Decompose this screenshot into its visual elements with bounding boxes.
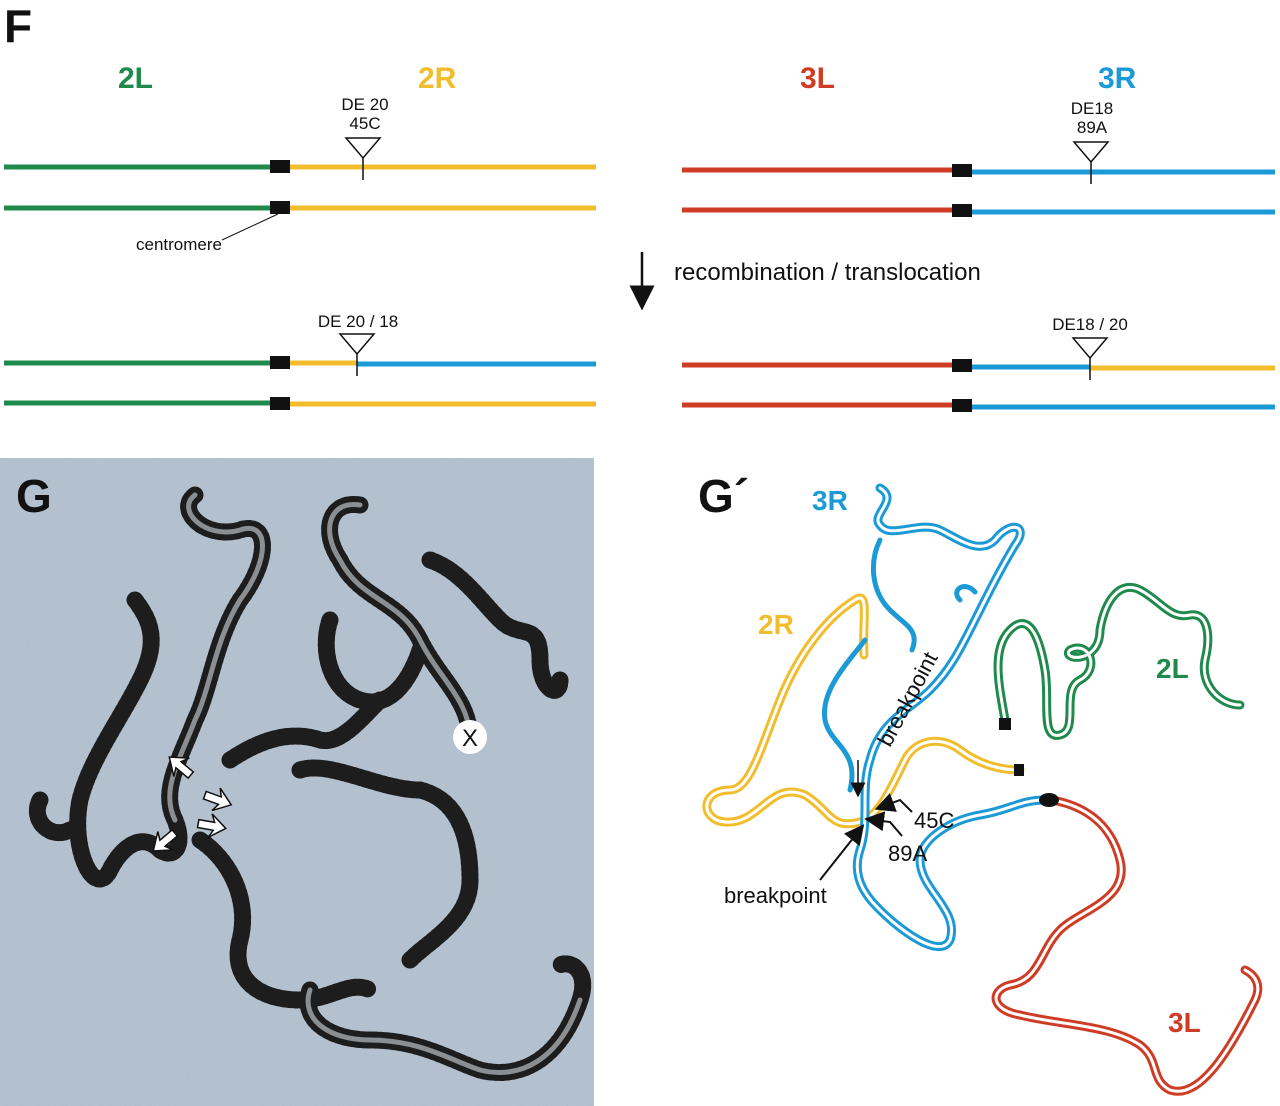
- centromere-icon: [1039, 793, 1059, 807]
- white-arrow-icon: [202, 787, 233, 812]
- tracing-3r: [822, 483, 1050, 951]
- label-3r: 3R: [1098, 62, 1137, 95]
- p-element-insert-3r-after: DE18 / 20: [1052, 315, 1128, 380]
- band-89a-arrow-icon: [864, 811, 903, 837]
- breakpoint-bottom-arrow-icon: [819, 824, 865, 881]
- centromere-icon: [270, 356, 290, 369]
- white-arrow-icon: [196, 813, 228, 839]
- panel-g-prime: G´ 3R 2R 2L 3L: [698, 470, 1263, 1096]
- x-label: X: [462, 725, 478, 752]
- centromere-icon: [952, 399, 972, 412]
- band-89a-label: 89A: [888, 841, 927, 866]
- chromosome-3-before-bottom: [682, 204, 1275, 217]
- centromere-label: centromere: [136, 235, 222, 254]
- telomere-icon: [1014, 764, 1024, 776]
- chromosome-2-after-top: [4, 356, 596, 369]
- polytene-chromosomes-image: [28, 486, 592, 1081]
- white-arrow-icon: [168, 756, 195, 780]
- panel-g-letter: G: [16, 470, 52, 522]
- insert-3r-line2: 89A: [1077, 118, 1108, 137]
- tracing-label-2l: 2L: [1156, 653, 1189, 684]
- insertion-triangle-icon: [1072, 141, 1110, 164]
- p-element-insert-2r: DE 20 45C: [341, 95, 389, 180]
- insert-2r-line1: DE 20: [341, 95, 388, 114]
- breakpoint-label-top: breakpoint: [872, 648, 942, 750]
- chromosome-3-after-bottom: [682, 399, 1275, 412]
- centromere-icon: [952, 359, 972, 372]
- centromere-pointer: [221, 213, 279, 241]
- centromere-icon: [270, 201, 290, 214]
- chromosome-2-after-bottom: [4, 397, 596, 410]
- label-3l: 3L: [800, 62, 835, 95]
- p-element-insert-3r: DE18 89A: [1071, 99, 1114, 184]
- band-45c-arrow-icon: [874, 793, 913, 813]
- panel-g-micrograph: G: [0, 458, 594, 1106]
- white-arrow-icon: [152, 828, 179, 852]
- chromosome-3-before-top: [682, 164, 1275, 177]
- chromosome-2-before-bottom: [4, 201, 596, 214]
- insert-2r-line2: 45C: [349, 114, 380, 133]
- centromere-icon: [270, 160, 290, 173]
- panel-g-prime-letter: G´: [698, 470, 749, 522]
- insert-2r-after-label: DE 20 / 18: [318, 312, 398, 331]
- arrows-marking-translocation: [152, 756, 233, 852]
- telomere-icon: [999, 718, 1011, 730]
- panel-f-letter: F: [4, 0, 32, 52]
- breakpoint-label-bottom: breakpoint: [724, 883, 827, 908]
- tracing-label-2r: 2R: [758, 609, 794, 640]
- insertion-triangle-icon: [344, 137, 382, 160]
- tracing-2r: [702, 593, 1025, 829]
- insert-3r-line1: DE18: [1071, 99, 1114, 118]
- label-2r: 2R: [418, 62, 457, 95]
- band-45c-label: 45C: [914, 808, 954, 833]
- tracing-3l: [991, 793, 1263, 1096]
- process-label: recombination / translocation: [674, 259, 981, 286]
- tracing-2l: [993, 583, 1245, 740]
- centromere-icon: [270, 397, 290, 410]
- centromere-icon: [952, 164, 972, 177]
- chromosome-2-before-top: [4, 160, 596, 173]
- x-chromosome-marker: [453, 720, 487, 754]
- panel-f: F 2L 2R 3L 3R DE 20 45C centromere: [4, 0, 1275, 412]
- insertion-triangle-icon: [338, 333, 376, 356]
- centromere-icon: [952, 204, 972, 217]
- tracing-label-3r: 3R: [812, 485, 848, 516]
- label-2l: 2L: [118, 62, 153, 95]
- insertion-triangle-icon: [1071, 337, 1109, 360]
- tracing-label-3l: 3L: [1168, 1007, 1201, 1038]
- insert-3r-after-label: DE18 / 20: [1052, 315, 1128, 334]
- p-element-insert-2r-after: DE 20 / 18: [318, 312, 398, 376]
- chromosome-3-after-top: [682, 359, 1275, 372]
